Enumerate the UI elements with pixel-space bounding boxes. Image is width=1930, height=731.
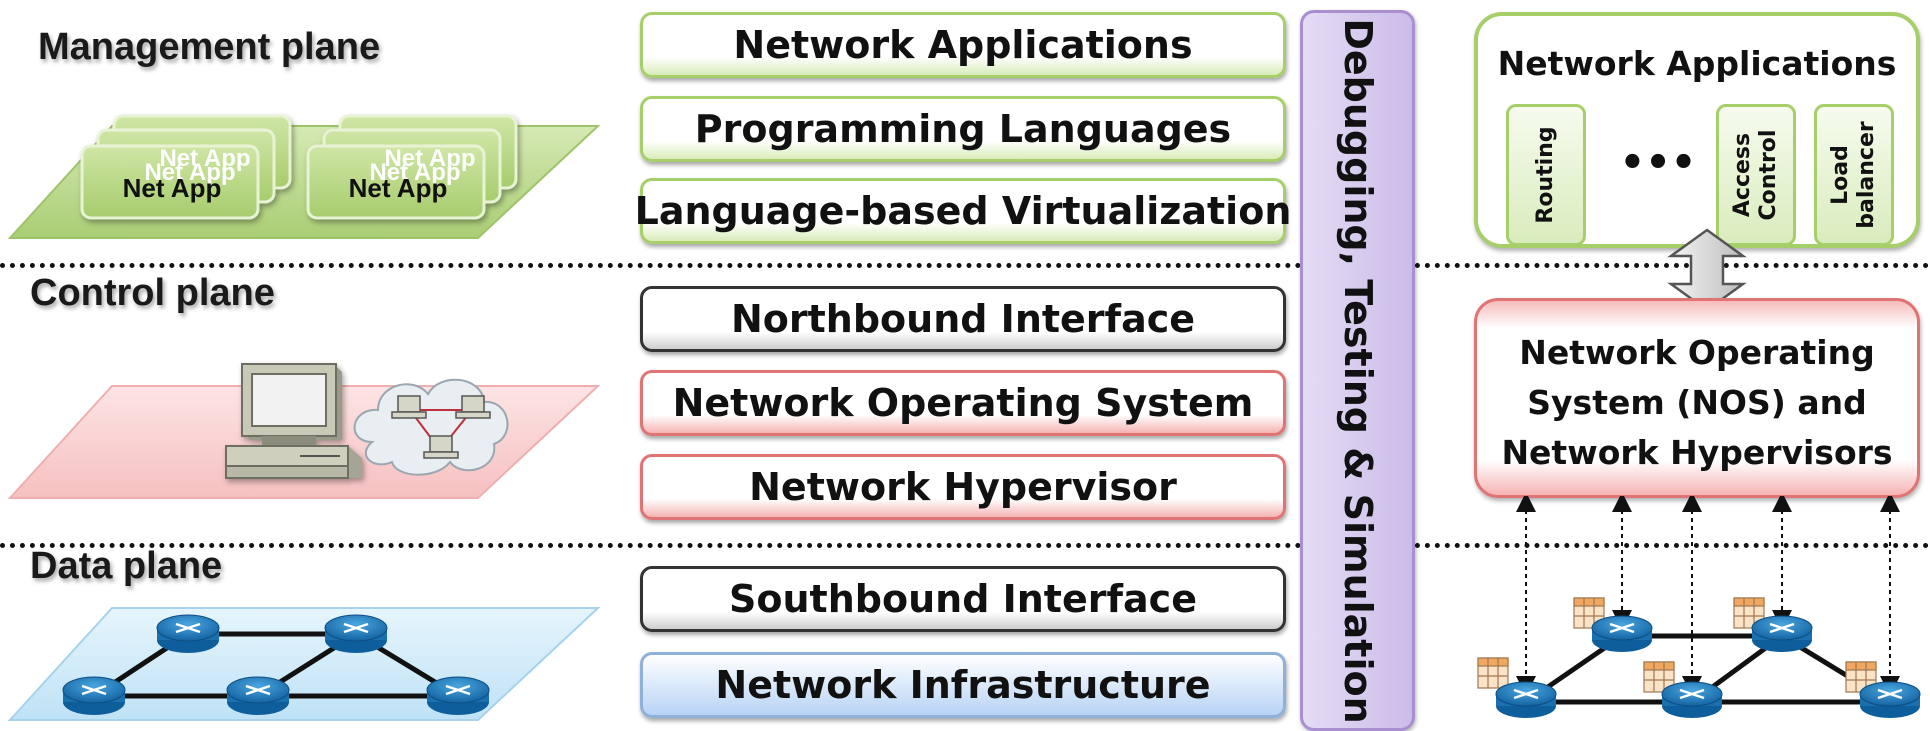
app-tile-routing-label: Routing — [1533, 126, 1558, 224]
app-tile-access-control-label: Access Control — [1730, 129, 1781, 221]
app-tile-load-balancer-label: Load balancer — [1828, 121, 1879, 229]
layer-network-infrastructure: Network Infrastructure — [640, 652, 1286, 718]
net-app-label-back-2: Net App — [384, 145, 475, 172]
flow-table-icon — [1733, 597, 1765, 629]
nos-line-2: System (NOS) and — [1527, 383, 1867, 422]
layer-northbound-interface: Northbound Interface — [640, 286, 1286, 352]
net-app-label-front: Net App — [123, 173, 222, 203]
router-icon — [1661, 681, 1723, 718]
layer-network-applications: Network Applications — [640, 12, 1286, 78]
router-icon — [324, 614, 388, 653]
router-icon — [1495, 681, 1557, 718]
app-tile-access-control: Access Control — [1716, 104, 1796, 246]
debugging-testing-simulation-bar: Debugging, Testing & Simulation — [1300, 10, 1415, 731]
flow-table-icon — [1643, 661, 1675, 693]
right-data-plane-network — [1477, 496, 1921, 718]
ellipsis-label: ••• — [1619, 140, 1697, 186]
layer-programming-languages: Programming Languages — [640, 96, 1286, 162]
network-applications-box: Network Applications Routing ••• Access … — [1474, 12, 1920, 248]
router-icon — [1859, 681, 1921, 718]
debugging-testing-simulation-label: Debugging, Testing & Simulation — [1335, 17, 1380, 724]
left-planes-illustration: Net App Net App Net App Net App Net App … — [7, 114, 600, 721]
nos-hypervisors-box: Network Operating System (NOS) and Netwo… — [1474, 298, 1920, 498]
app-tile-routing: Routing — [1506, 104, 1586, 246]
router-icon — [1591, 615, 1653, 652]
separator-control-data — [0, 543, 1930, 548]
net-app-stack-icon — [80, 114, 292, 220]
app-tile-load-balancer: Load balancer — [1814, 104, 1894, 246]
router-icon — [226, 676, 290, 715]
management-plane-title: Management plane — [38, 26, 381, 68]
net-app-label-back: Net App — [159, 145, 250, 172]
net-app-label-front-2: Net App — [349, 173, 448, 203]
computer-icon — [225, 363, 362, 479]
nos-line-3: Network Hypervisors — [1501, 433, 1893, 472]
net-app-label-mid: Net App — [144, 159, 235, 186]
control-plane-title: Control plane — [30, 272, 275, 314]
net-app-stack-icon — [306, 114, 518, 220]
layer-network-hypervisor: Network Hypervisor — [640, 454, 1286, 520]
data-plane-title: Data plane — [30, 545, 223, 587]
net-app-label-mid-2: Net App — [369, 159, 460, 186]
layer-network-operating-system: Network Operating System — [640, 370, 1286, 436]
separator-management-control — [0, 263, 1930, 268]
router-icon — [62, 676, 126, 715]
router-icon — [156, 614, 220, 653]
network-applications-box-title: Network Applications — [1497, 44, 1897, 83]
flow-table-icon — [1477, 657, 1509, 689]
cloud-network-icon — [353, 378, 509, 476]
router-icon — [426, 676, 490, 715]
router-icon — [1751, 615, 1813, 652]
layer-southbound-interface: Southbound Interface — [640, 566, 1286, 632]
nos-line-1: Network Operating — [1519, 333, 1875, 372]
layer-language-virtualization: Language-based Virtualization — [635, 178, 1291, 244]
